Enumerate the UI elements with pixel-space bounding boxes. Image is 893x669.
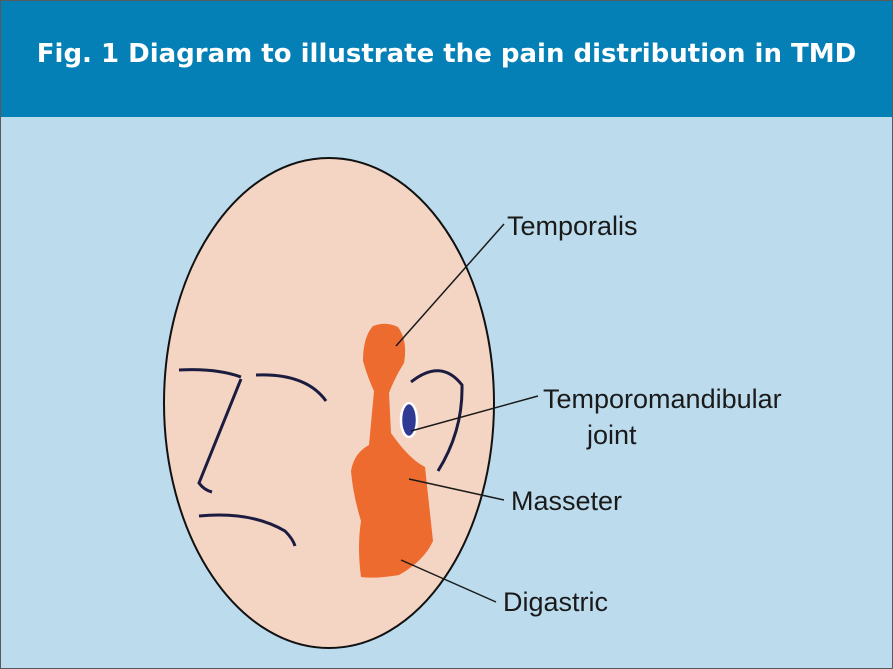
label-temporalis: Temporalis bbox=[507, 211, 638, 241]
label-tmj-line2: joint bbox=[586, 420, 637, 450]
head-outline bbox=[164, 158, 494, 648]
label-tmj-line1: Temporomandibular bbox=[543, 384, 782, 414]
tmj-joint-marker bbox=[401, 403, 417, 437]
label-digastric: Digastric bbox=[503, 587, 608, 617]
label-masseter: Masseter bbox=[511, 486, 622, 516]
